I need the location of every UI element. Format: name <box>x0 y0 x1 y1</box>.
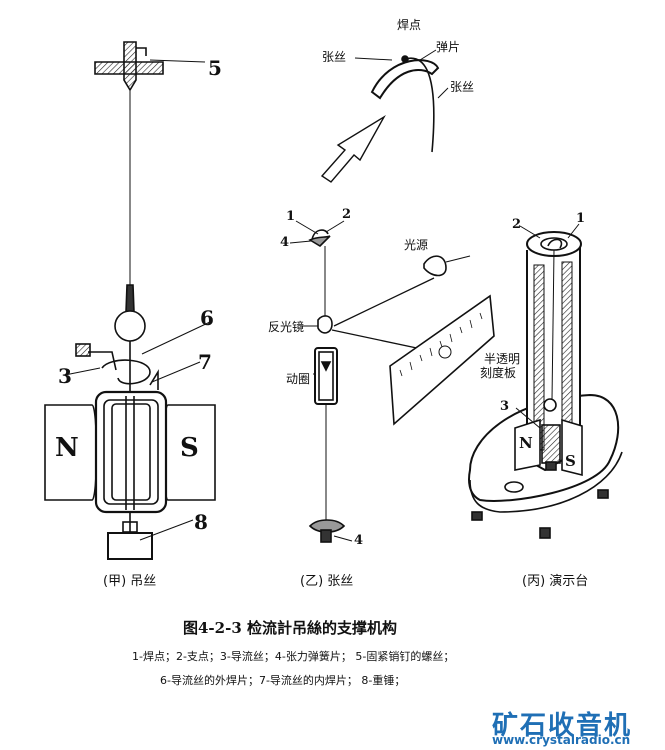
label-yi-4-top: 4 <box>280 235 290 250</box>
yi-direction-arrow <box>320 115 386 183</box>
watermark-title: 矿石收音机 <box>492 711 633 741</box>
yi-spring-enlarged <box>354 49 449 153</box>
figure-title: 图4-2-3 检流計吊絲的支撑机构 <box>183 619 397 637</box>
label-bing-1: 1 <box>576 211 586 226</box>
label-yi-2: 2 <box>342 207 352 222</box>
jia-upper-weight <box>114 284 146 342</box>
jia-top-clamp <box>94 41 206 92</box>
watermark-url: www.crystalradio.cn <box>492 733 631 747</box>
magnet-S-label: S <box>180 433 199 463</box>
label-light-source: 光源 <box>404 238 429 252</box>
legend-line-2: 6-导流丝的外焊片；7-导流丝的内焊片； 8-重锤； <box>160 674 406 687</box>
label-moving-coil: 动圈 <box>286 372 311 386</box>
label-bing-2: 2 <box>512 217 522 232</box>
caption-bing: (丙) 演示台 <box>522 574 589 589</box>
caption-yi: (乙) 张丝 <box>300 574 354 589</box>
label-yi-4-bottom: 4 <box>354 533 364 548</box>
magnet-N-label: N <box>55 433 79 463</box>
label-8: 8 <box>194 510 208 534</box>
label-yi-1: 1 <box>286 209 296 224</box>
label-scale-plate: 刻度板 <box>480 366 517 380</box>
bing-magnet-and-coil <box>514 398 583 477</box>
label-tension-wire-right: 张丝 <box>450 80 475 94</box>
label-5: 5 <box>208 56 222 80</box>
bing-magnet-N-label: N <box>519 434 533 452</box>
bing-magnet-S-label: S <box>565 452 576 470</box>
label-weld-point: 焊点 <box>397 18 422 32</box>
yi-scale-plate <box>389 294 495 426</box>
label-mirror: 反光镜 <box>268 320 305 334</box>
label-tension-wire-left: 张丝 <box>322 50 347 64</box>
label-bing-3: 3 <box>500 399 510 414</box>
caption-jia: (甲) 吊丝 <box>103 574 157 589</box>
yi-bottom-spring <box>308 519 353 543</box>
label-3: 3 <box>58 364 72 388</box>
yi-moving-coil <box>313 347 338 405</box>
jia-lead-wire-3 <box>64 343 151 385</box>
label-spring-plate: 弹片 <box>436 40 461 54</box>
legend-line-1: 1-焊点；2-支点；3-导流丝；4-张力弹簧片； 5-固紧销钉的螺丝； <box>132 650 455 663</box>
label-6: 6 <box>200 306 214 330</box>
yi-light-source <box>333 255 471 327</box>
jia-counterweight-8 <box>107 519 194 560</box>
jia-coil <box>94 390 168 514</box>
label-translucent: 半透明 <box>484 352 521 366</box>
yi-top-spring <box>289 220 345 248</box>
label-7: 7 <box>198 350 212 374</box>
